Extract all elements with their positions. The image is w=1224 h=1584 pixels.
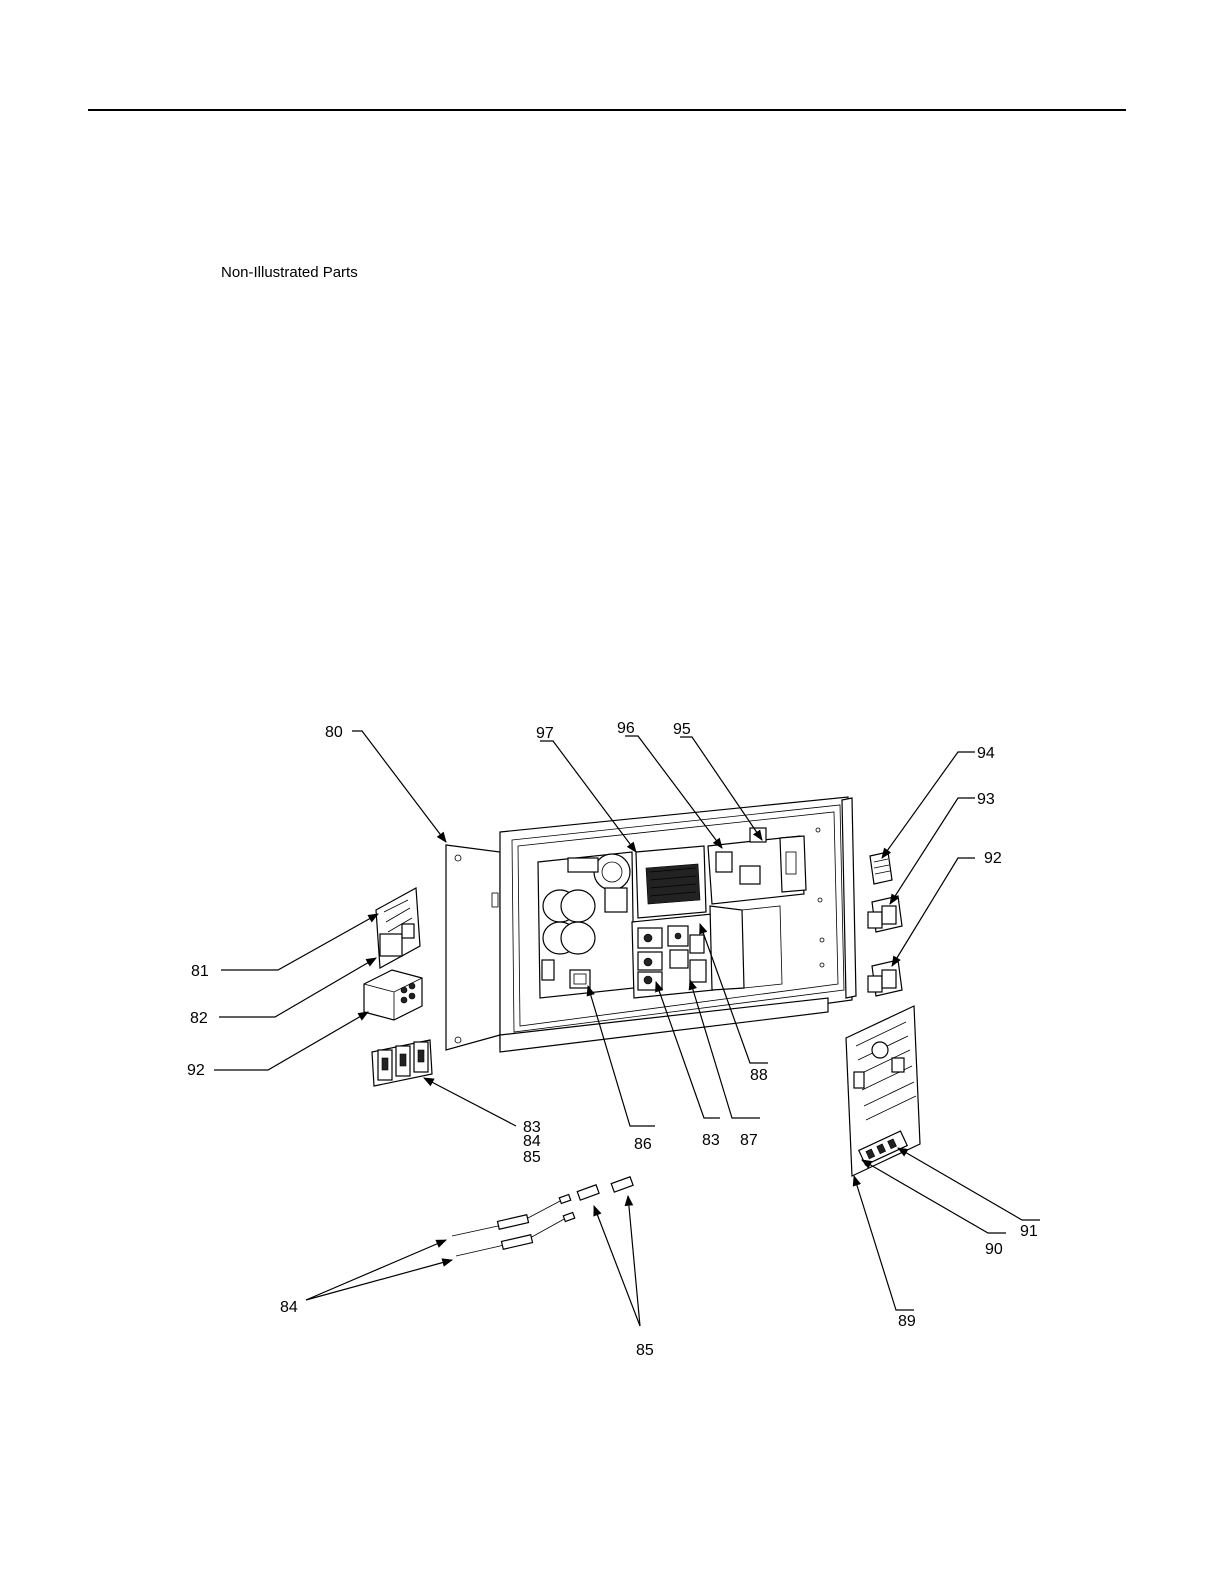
- callout-80: 80: [325, 724, 343, 741]
- relay-92-right: [868, 960, 902, 996]
- relay-93: [868, 896, 902, 932]
- callout-90: 90: [985, 1241, 1003, 1258]
- callout-89: 89: [898, 1313, 916, 1330]
- callout-91: 91: [1020, 1223, 1038, 1240]
- relay-bank: [632, 914, 714, 998]
- connector-94: [870, 852, 892, 884]
- callout-95: 95: [673, 721, 691, 738]
- transformer: [636, 846, 706, 918]
- callout-81: 81: [191, 963, 209, 980]
- callout-93: 93: [977, 791, 995, 808]
- callout-92-right: 92: [984, 850, 1002, 867]
- relay-box-82: [364, 970, 422, 1020]
- callout-83-center: 83: [702, 1132, 720, 1149]
- callout-86: 86: [634, 1136, 652, 1153]
- callout-84-bottom: 84: [280, 1299, 298, 1316]
- fuses: [577, 1177, 633, 1200]
- callout-92-left: 92: [187, 1062, 205, 1079]
- callout-88: 88: [750, 1067, 768, 1084]
- terminal-block: [372, 1040, 432, 1086]
- main-control-board: [846, 1006, 920, 1176]
- fuse-wire-harness: [452, 1194, 575, 1256]
- callout-97: 97: [536, 725, 554, 742]
- circuit-board-81: [376, 888, 420, 968]
- control-box-enclosure: [446, 797, 856, 1052]
- callout-82: 82: [190, 1010, 208, 1027]
- callout-87: 87: [740, 1132, 758, 1149]
- callout-84-left: 84: [523, 1133, 541, 1150]
- callout-94: 94: [977, 745, 995, 762]
- callout-85-left: 85: [523, 1149, 541, 1166]
- component-86: [570, 970, 590, 988]
- callout-85-bottom: 85: [636, 1342, 654, 1359]
- callout-96: 96: [617, 720, 635, 737]
